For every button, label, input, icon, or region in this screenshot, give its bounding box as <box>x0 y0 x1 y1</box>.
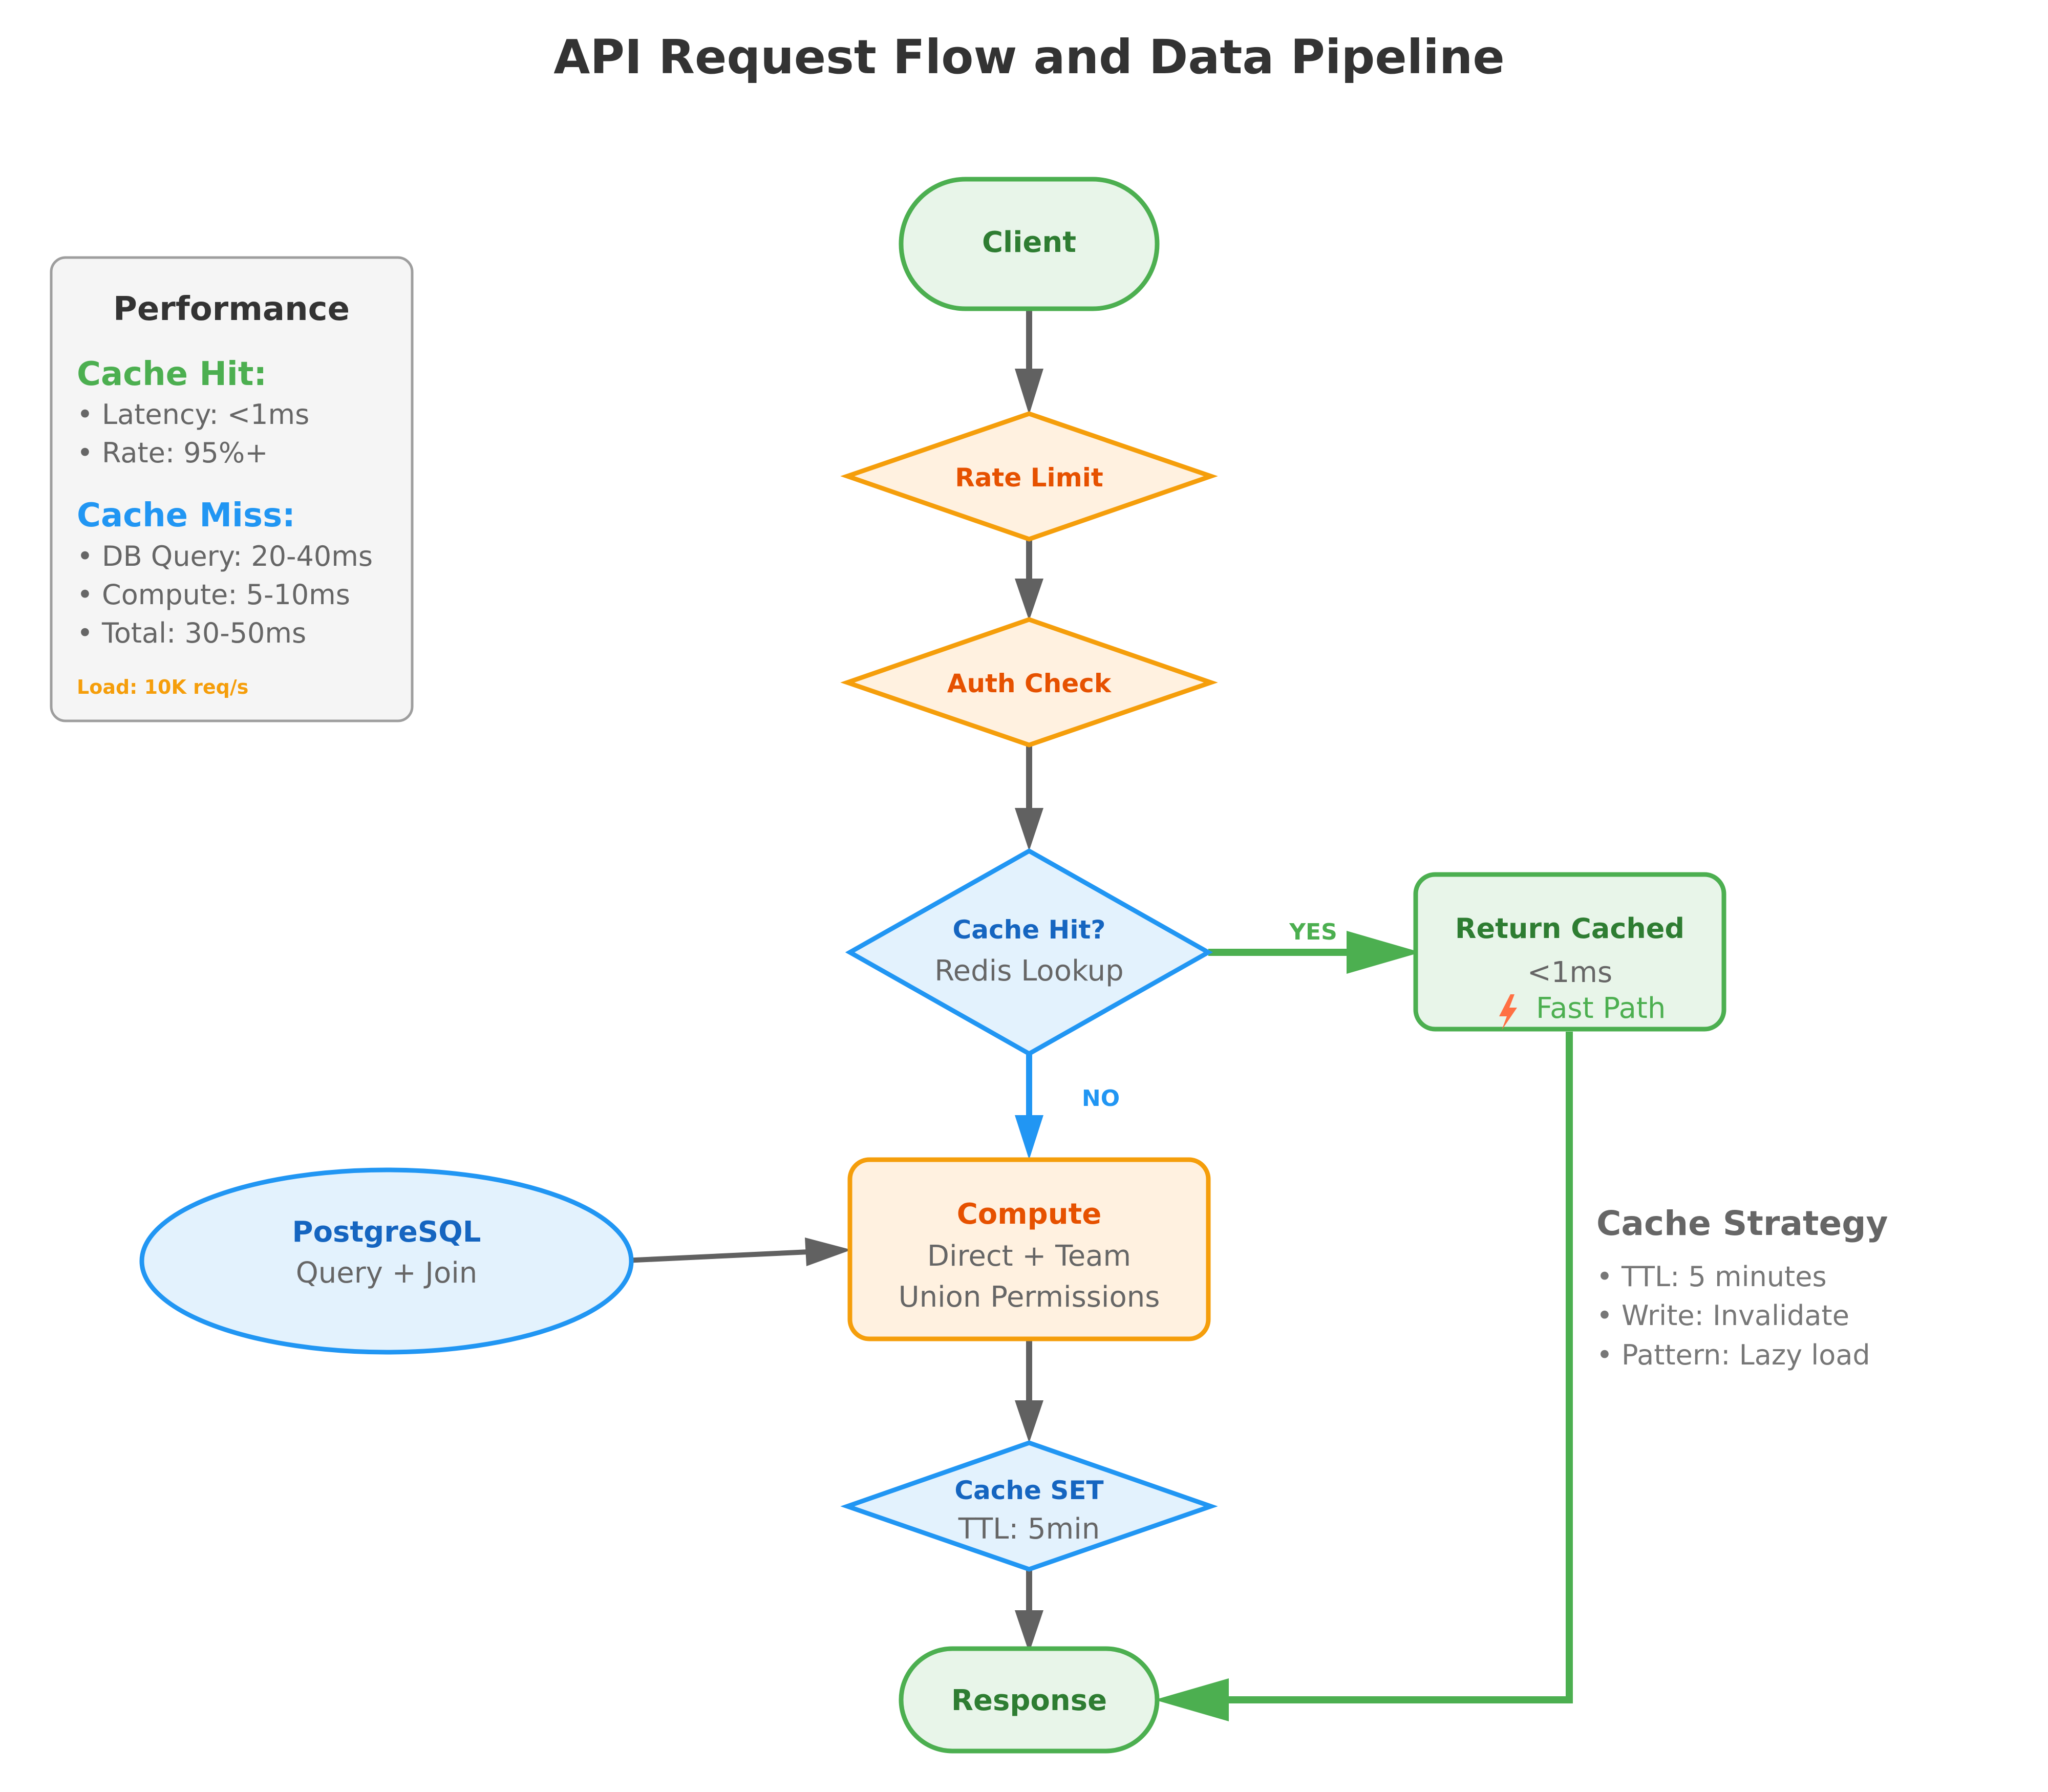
cache-hit-node[interactable]: Cache Hit? Redis Lookup <box>845 848 1213 1057</box>
auth-check-label: Auth Check <box>947 669 1112 698</box>
miss-item-total: • Total: 30-50ms <box>77 617 306 649</box>
cache-strategy-heading: Cache Strategy <box>1596 1204 1888 1243</box>
edge-return-cached-to-response <box>1155 1032 1573 1721</box>
postgresql-label: PostgreSQL <box>292 1215 481 1249</box>
cache-miss-heading: Cache Miss: <box>77 497 295 535</box>
client-label: Client <box>982 226 1076 259</box>
rate-limit-node[interactable]: Rate Limit <box>840 411 1218 542</box>
miss-item-db-query: • DB Query: 20-40ms <box>77 540 373 572</box>
response-node[interactable]: Response <box>899 1646 1160 1754</box>
edge-auth-check-to-cache-hit <box>1015 745 1043 851</box>
compute-node[interactable]: Compute Direct + Team Union Permissions <box>847 1157 1211 1341</box>
response-label: Response <box>951 1684 1107 1717</box>
return-cached-latency: <1ms <box>1527 956 1612 989</box>
postgresql-node[interactable]: PostgreSQL Query + Join <box>139 1167 634 1355</box>
return-cached-label: Return Cached <box>1455 912 1684 945</box>
cache-set-node[interactable]: Cache SET TTL: 5min <box>840 1440 1218 1572</box>
performance-heading: Performance <box>113 290 350 328</box>
no-label: NO <box>1082 1085 1120 1112</box>
rate-limit-label: Rate Limit <box>955 463 1103 493</box>
edge-no-to-compute <box>1015 1055 1043 1160</box>
strategy-item-ttl: • TTL: 5 minutes <box>1596 1261 1827 1293</box>
edge-cache-set-to-response <box>1015 1569 1043 1653</box>
edge-yes-to-return-cached <box>1208 931 1421 974</box>
edge-client-to-rate-limit <box>1015 310 1043 415</box>
postgresql-sublabel: Query + Join <box>296 1256 478 1290</box>
cache-hit-label: Cache Hit? <box>953 915 1106 945</box>
compute-line2: Union Permissions <box>899 1281 1160 1314</box>
return-cached-node[interactable]: Return Cached <1ms Fast Path <box>1413 872 1726 1032</box>
yes-label: YES <box>1289 919 1337 945</box>
strategy-item-write: • Write: Invalidate <box>1596 1299 1849 1332</box>
cache-set-label: Cache SET <box>954 1476 1103 1505</box>
compute-line1: Direct + Team <box>927 1240 1131 1273</box>
cache-hit-sublabel: Redis Lookup <box>934 954 1123 988</box>
miss-item-compute: • Compute: 5-10ms <box>77 579 350 611</box>
cache-set-sublabel: TTL: 5min <box>958 1512 1100 1546</box>
edge-rate-limit-to-auth-check <box>1015 539 1043 621</box>
hit-item-rate: • Rate: 95%+ <box>77 437 268 469</box>
compute-label: Compute <box>957 1198 1102 1231</box>
fast-path-label: Fast Path <box>1536 992 1666 1025</box>
edge-compute-to-cache-set <box>1015 1339 1043 1443</box>
cache-strategy-note: Cache Strategy • TTL: 5 minutes • Write:… <box>1596 1204 1888 1371</box>
lightning-icon <box>1499 994 1517 1030</box>
diagram-title: API Request Flow and Data Pipeline <box>553 30 1504 84</box>
load-label: Load: 10K req/s <box>77 676 248 698</box>
hit-item-latency: • Latency: <1ms <box>77 398 309 431</box>
performance-panel: Performance Cache Hit: • Latency: <1ms •… <box>50 256 414 722</box>
client-node[interactable]: Client <box>899 177 1160 311</box>
cache-hit-heading: Cache Hit: <box>77 355 267 393</box>
auth-check-node[interactable]: Auth Check <box>840 617 1218 748</box>
strategy-item-pattern: • Pattern: Lazy load <box>1596 1339 1870 1371</box>
